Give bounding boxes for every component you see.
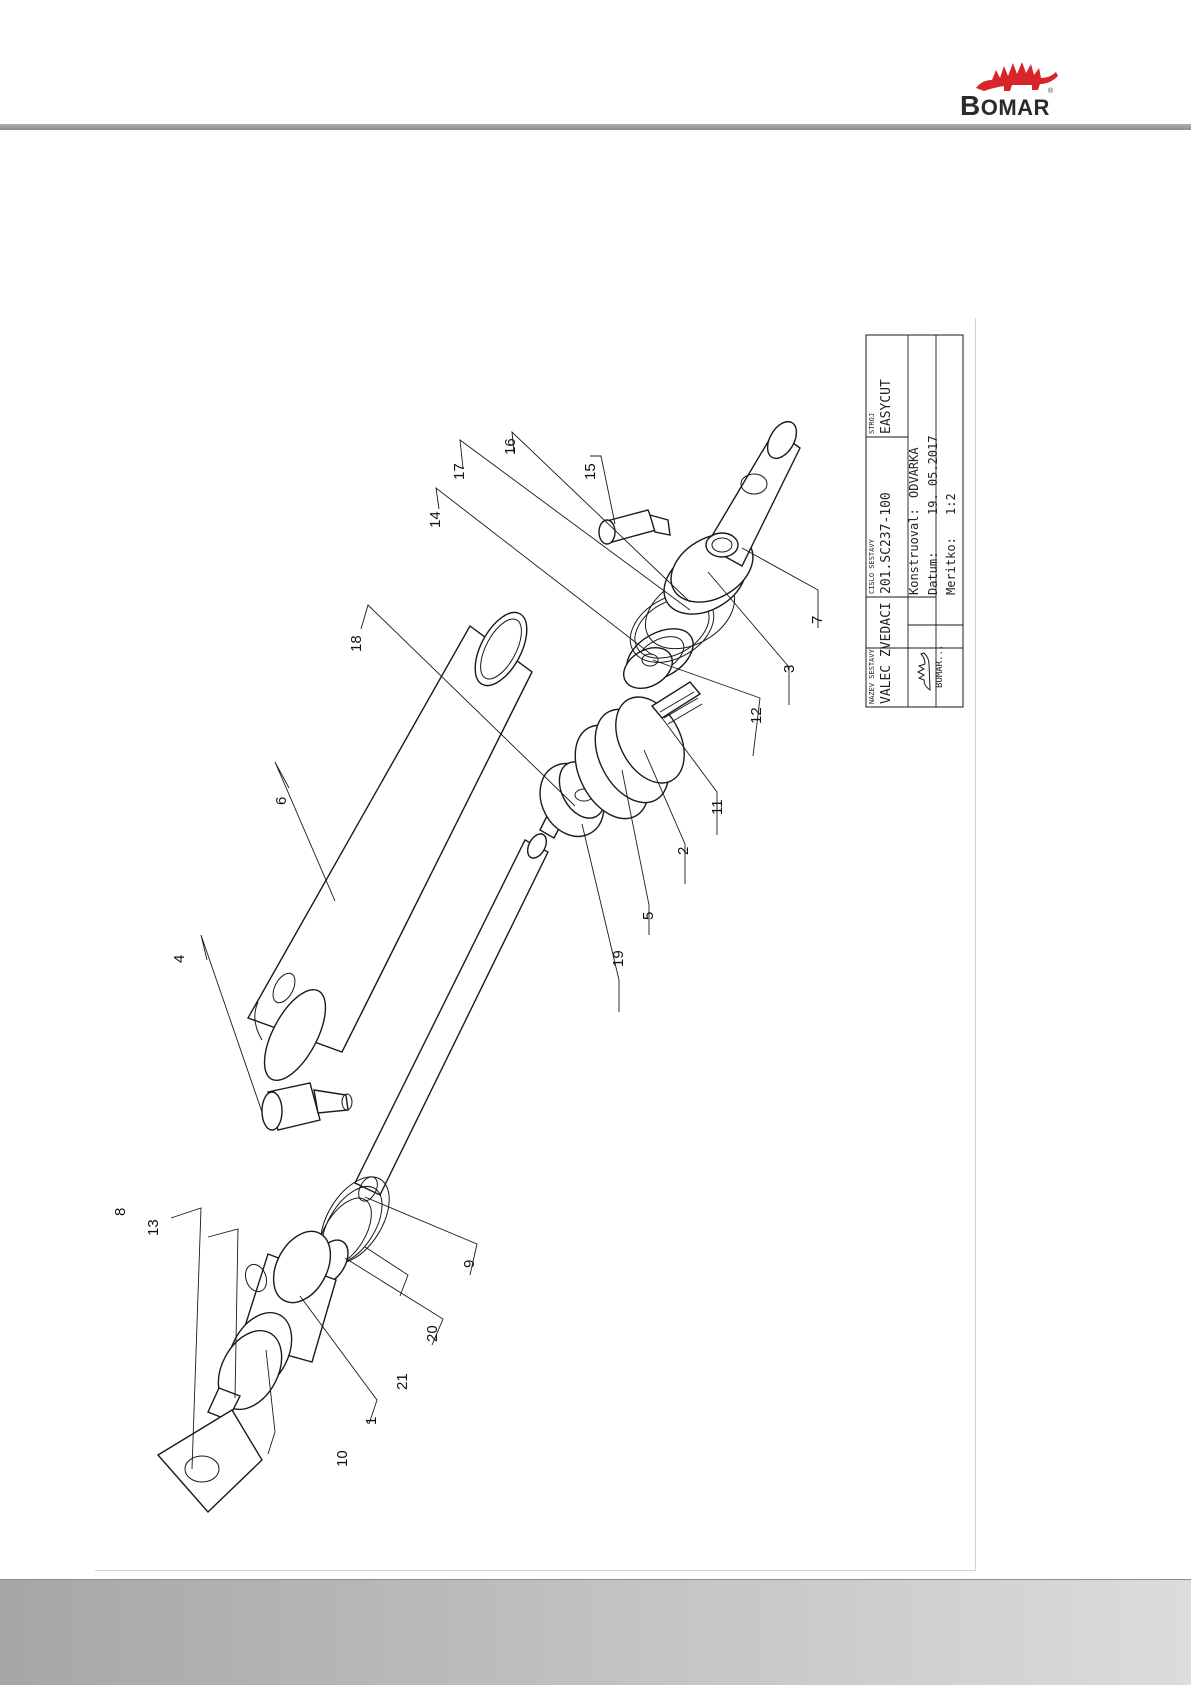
- callout-17: 17: [451, 463, 468, 480]
- callout-8: 8: [112, 1208, 129, 1216]
- callout-6: 6: [273, 797, 290, 805]
- drawing-number-label: CISLO SESTAVY: [868, 538, 876, 594]
- title-block-logo-text: BOMAR...: [935, 645, 945, 688]
- scale: 1:2: [944, 493, 958, 515]
- header-rule: [0, 124, 1191, 130]
- callout-5: 5: [640, 912, 657, 920]
- registered-mark: ®: [1048, 88, 1053, 95]
- logo-word: OMAR: [981, 95, 1050, 120]
- callout-3: 3: [781, 665, 798, 673]
- title-block: NAZEV SESTAVY VALEC ZVEDACI CISLO SESTAV…: [866, 335, 963, 707]
- callout-9: 9: [461, 1260, 478, 1268]
- callout-19: 19: [610, 950, 627, 967]
- machine-label: STROJ: [868, 413, 876, 434]
- callout-14: 14: [427, 511, 444, 528]
- part-fitting-4: [262, 1083, 352, 1130]
- designer-label: Konstruoval:: [907, 508, 921, 595]
- date-label: Datum:: [926, 552, 940, 595]
- callout-20: 20: [424, 1325, 441, 1342]
- logo-initial: B: [960, 90, 981, 121]
- callout-2: 2: [675, 847, 692, 855]
- date: 19. 05.2017: [926, 436, 940, 515]
- callout-1: 1: [363, 1417, 380, 1425]
- bomar-logo: BOMAR ®: [960, 58, 1060, 118]
- callout-11: 11: [709, 799, 726, 815]
- part-end-cap: [652, 417, 802, 628]
- part-fitting-15: [599, 510, 670, 544]
- part-base-cap: [158, 1222, 342, 1512]
- callout-10: 10: [334, 1450, 351, 1467]
- exploded-view-drawing: NAZEV SESTAVY VALEC ZVEDACI CISLO SESTAV…: [95, 318, 975, 1570]
- footer-band: [0, 1579, 1191, 1685]
- scale-label: Meritko:: [944, 537, 958, 595]
- designer: ODVARKA: [907, 447, 921, 498]
- callout-12: 12: [748, 707, 765, 724]
- callout-21: 21: [394, 1373, 411, 1390]
- assembly-name: VALEC ZVEDACI: [879, 602, 894, 704]
- assembly-name-label: NAZEV SESTAVY: [868, 648, 876, 704]
- machine-name: EASYCUT: [879, 379, 894, 434]
- callout-7: 7: [809, 616, 826, 624]
- drawing-number: 201.SC237-100: [879, 492, 894, 594]
- callout-13: 13: [145, 1219, 162, 1236]
- title-block-logo: BOMAR...: [918, 645, 945, 690]
- callout-15: 15: [582, 463, 599, 480]
- callout-4: 4: [171, 955, 188, 963]
- callout-16: 16: [502, 438, 519, 455]
- callout-18: 18: [348, 635, 365, 652]
- part-cylinder-tube: [248, 604, 537, 1089]
- drawing-sheet: NAZEV SESTAVY VALEC ZVEDACI CISLO SESTAV…: [95, 318, 976, 1571]
